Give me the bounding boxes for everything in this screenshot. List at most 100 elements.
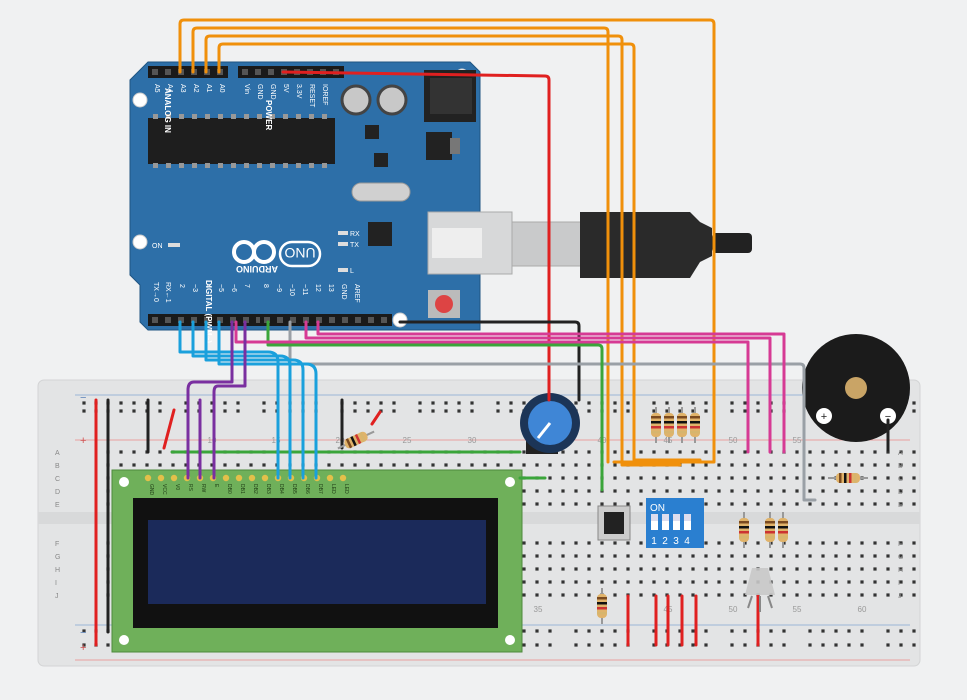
hole <box>899 567 903 571</box>
rgb-led[interactable] <box>745 568 775 612</box>
rail-hole <box>704 401 708 405</box>
hole <box>574 580 578 584</box>
wire-green-8 <box>266 320 604 492</box>
wire-red-short-2 <box>370 410 382 426</box>
hole <box>574 502 578 506</box>
rail-hole <box>574 401 578 405</box>
hole <box>561 554 565 558</box>
hole <box>834 489 838 493</box>
hole <box>899 593 903 597</box>
hole <box>132 450 136 454</box>
hole <box>613 580 617 584</box>
lcd-pin <box>157 474 165 482</box>
hole <box>795 502 799 506</box>
analog-pin-label: A3 <box>179 84 186 93</box>
dip-key[interactable] <box>673 514 680 530</box>
usb-cable <box>511 212 752 278</box>
hole <box>626 567 630 571</box>
hole <box>821 593 825 597</box>
dip-key[interactable] <box>662 514 669 530</box>
hole <box>821 476 825 480</box>
hole <box>886 580 890 584</box>
rail-hole <box>678 409 682 413</box>
hole <box>522 593 526 597</box>
hole <box>834 463 838 467</box>
arduino-uno-board[interactable]: RX TX L ON UNO ARDUINO ANALOG IN POWER D… <box>129 61 513 343</box>
resistor-led-1[interactable] <box>739 512 749 548</box>
hole <box>119 450 123 454</box>
hole <box>587 489 591 493</box>
hole <box>769 463 773 467</box>
rail-hole <box>431 401 435 405</box>
hole <box>873 463 877 467</box>
hole <box>587 502 591 506</box>
push-button[interactable] <box>597 505 631 541</box>
hole <box>171 463 175 467</box>
hole <box>769 489 773 493</box>
digital-pin-label: 2 <box>178 284 185 288</box>
hole <box>691 567 695 571</box>
hole <box>860 593 864 597</box>
resistor-lcd[interactable] <box>336 427 376 453</box>
hole <box>678 476 682 480</box>
hole <box>899 450 903 454</box>
resistor-button[interactable] <box>597 588 607 624</box>
resistor-top[interactable] <box>651 407 661 443</box>
rail-hole <box>769 643 773 647</box>
hole <box>899 476 903 480</box>
resistor-top[interactable] <box>677 407 687 443</box>
rail-hole <box>444 409 448 413</box>
hole <box>652 580 656 584</box>
resistor-buzzer[interactable] <box>828 473 868 483</box>
resistor-led-2[interactable] <box>765 512 775 548</box>
rail-hole <box>353 409 357 413</box>
resistor-top[interactable] <box>690 407 700 443</box>
capacitor-1 <box>340 84 372 116</box>
hole <box>184 463 188 467</box>
hole <box>730 554 734 558</box>
rail-hole <box>756 401 760 405</box>
hole <box>769 567 773 571</box>
column-number: 50 <box>729 436 738 445</box>
hole <box>600 580 604 584</box>
potentiometer[interactable] <box>520 393 580 454</box>
power-pin-label: 3.3V <box>295 84 302 99</box>
rail-hole <box>691 409 695 413</box>
lcd-pin-label: DB5 <box>291 484 297 494</box>
resistor-led-3[interactable] <box>778 512 788 548</box>
hole <box>821 567 825 571</box>
rail-hole <box>613 643 617 647</box>
hole <box>704 593 708 597</box>
rail-hole <box>236 409 240 413</box>
rail-hole <box>730 401 734 405</box>
hole <box>574 450 578 454</box>
rail-hole <box>834 629 838 633</box>
hole <box>912 476 916 480</box>
hole <box>613 489 617 493</box>
hole <box>639 554 643 558</box>
dip-key[interactable] <box>684 514 691 530</box>
hole <box>587 554 591 558</box>
dip-key[interactable] <box>651 514 658 530</box>
rail-hole <box>496 401 500 405</box>
wire-purple-e <box>212 320 247 480</box>
digital-label: DIGITAL (PWM~) <box>204 280 213 343</box>
rail-minus-top: − <box>80 392 86 404</box>
hole <box>522 463 526 467</box>
hole <box>548 541 552 545</box>
hole <box>444 463 448 467</box>
hole <box>574 463 578 467</box>
buzzer[interactable]: + − <box>802 334 910 442</box>
hole <box>548 463 552 467</box>
hole <box>912 463 916 467</box>
lcd-pin <box>144 474 152 482</box>
hole <box>639 567 643 571</box>
resistor-top[interactable] <box>664 407 674 443</box>
hole <box>808 502 812 506</box>
hole <box>847 567 851 571</box>
hole <box>847 450 851 454</box>
hole <box>743 567 747 571</box>
rail-hole <box>418 401 422 405</box>
